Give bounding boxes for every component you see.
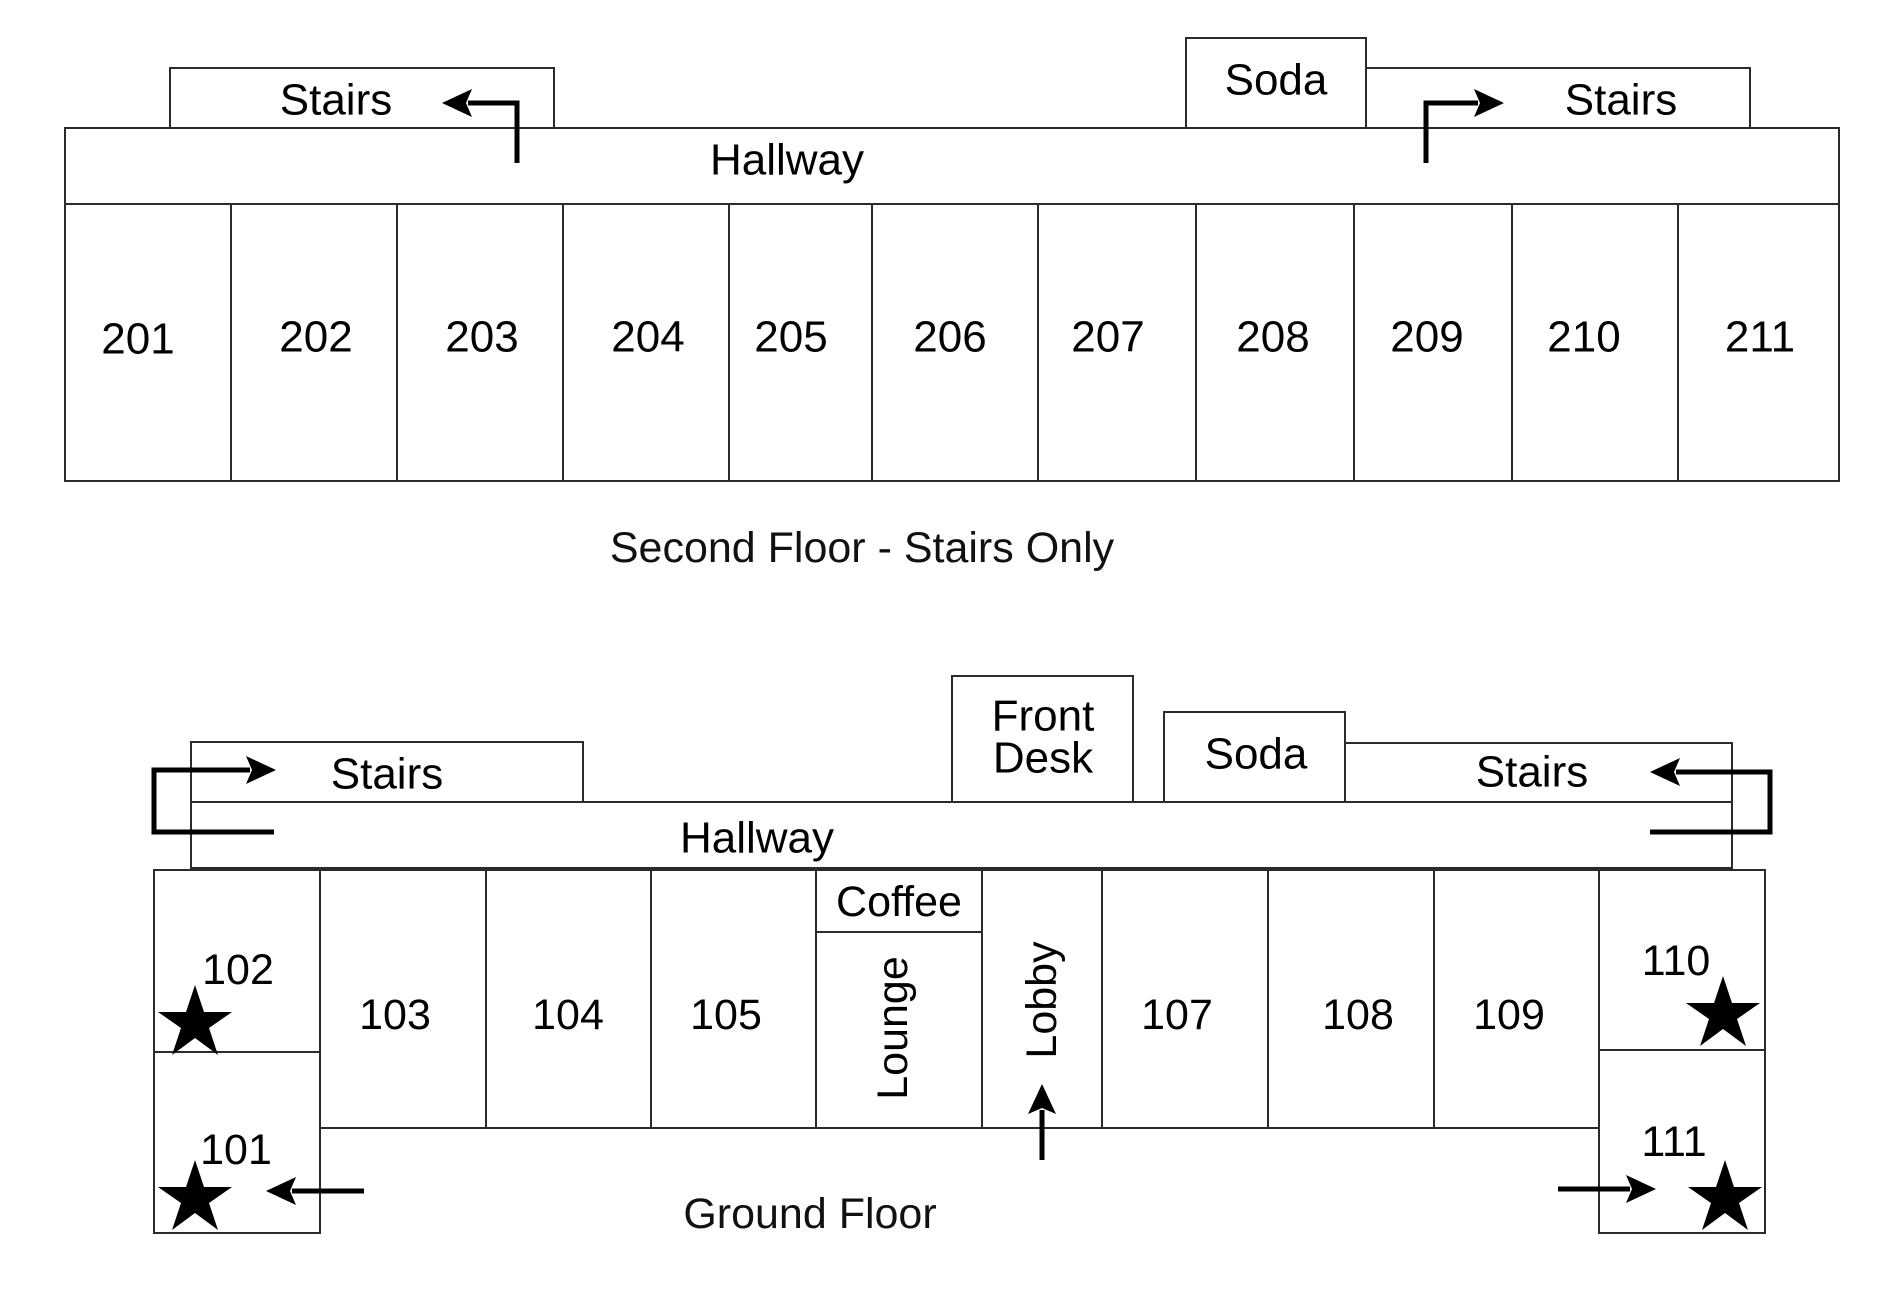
room-203 [396, 203, 564, 482]
room-201 [64, 203, 232, 482]
room-104-label: 104 [532, 991, 604, 1039]
room-111-label: 111 [1641, 1118, 1706, 1166]
front-desk-label-line2: Desk [993, 734, 1094, 783]
room-209 [1353, 203, 1513, 482]
second-floor-stairs-right-label: Stairs [1565, 76, 1677, 125]
room-102-label: 102 [202, 946, 274, 994]
second-floor-rooms: 201 202 203 204 205 206 207 208 209 210 211 [64, 203, 1840, 482]
room-206-label: 206 [913, 313, 986, 362]
second-floor-right-arrowhead [1474, 89, 1504, 117]
room-104 [485, 869, 652, 1129]
lobby-label: Lobby [1018, 941, 1066, 1059]
room-201-label: 201 [101, 315, 174, 364]
room-107-label: 107 [1141, 991, 1213, 1039]
ground-floor-hallway-label: Hallway [680, 814, 834, 863]
second-floor-stairs-left [169, 67, 555, 129]
room-101-label: 101 [200, 1126, 272, 1174]
room-109-label: 109 [1473, 991, 1545, 1039]
lounge-room [815, 931, 983, 1129]
star-icon-room-111 [1688, 1160, 1762, 1230]
second-floor-stairs-left-label: Stairs [280, 76, 392, 125]
room-203-label: 203 [445, 313, 518, 362]
room-108-label: 108 [1322, 991, 1394, 1039]
second-floor-left-arrowhead [442, 89, 472, 117]
ground-floor-left-arrowhead [246, 756, 276, 784]
second-floor-soda-label: Soda [1225, 56, 1328, 105]
front-desk-label-line1: Front [992, 692, 1095, 741]
ground-floor-front-desk [951, 675, 1134, 803]
ground-floor-title: Ground Floor [683, 1190, 936, 1238]
room-207 [1037, 203, 1197, 482]
room-209-label: 209 [1390, 313, 1463, 362]
ground-floor-right-stairs-arrow [1650, 769, 1773, 835]
ground-floor-stairs-right-label: Stairs [1476, 748, 1588, 797]
room-204-label: 204 [611, 313, 684, 362]
second-floor-stairs-right [1365, 67, 1751, 129]
room-210 [1511, 203, 1679, 482]
ground-floor-left-stairs-arrow [151, 767, 274, 835]
room-103-label: 103 [359, 991, 431, 1039]
lounge-label: Lounge [869, 956, 917, 1100]
room-103 [319, 869, 487, 1129]
ground-floor-soda-label: Soda [1205, 730, 1308, 779]
ground-floor-hallway [190, 801, 1733, 869]
room-211 [1677, 203, 1840, 482]
star-icon-room-110 [1686, 976, 1760, 1046]
second-floor-title: Second Floor - Stairs Only [610, 524, 1115, 572]
exit-arrowhead-room-111 [1626, 1175, 1656, 1203]
room-205-label: 205 [754, 313, 827, 362]
second-floor-hallway-label: Hallway [710, 136, 864, 185]
ground-floor: Stairs Front Desk Soda Stairs Hallway 10… [151, 675, 1773, 1238]
star-icon-room-101 [158, 1160, 232, 1230]
room-110 [1598, 869, 1766, 1051]
room-207-label: 207 [1071, 313, 1144, 362]
second-floor-hallway [64, 127, 1840, 205]
room-211-label: 211 [1725, 313, 1795, 362]
room-202-label: 202 [279, 313, 352, 362]
room-108 [1267, 869, 1435, 1129]
room-204 [562, 203, 730, 482]
ground-floor-stairs-left-label: Stairs [331, 750, 443, 799]
room-105 [650, 869, 817, 1129]
room-105-label: 105 [690, 991, 762, 1039]
room-202 [230, 203, 398, 482]
ground-floor-soda [1163, 711, 1346, 803]
room-208-label: 208 [1236, 313, 1309, 362]
ground-floor-right-arrowhead [1650, 758, 1680, 786]
exit-arrowhead-room-101 [266, 1177, 296, 1205]
room-205 [728, 203, 873, 482]
room-109 [1433, 869, 1600, 1129]
second-floor-soda [1185, 37, 1367, 129]
coffee-label: Coffee [836, 878, 962, 926]
lobby-entrance-arrowhead [1028, 1084, 1056, 1114]
second-floor-left-stairs-arrow [468, 100, 520, 163]
room-210-label: 210 [1547, 313, 1620, 362]
star-icon-room-102 [158, 985, 232, 1055]
room-206 [871, 203, 1039, 482]
room-110-label: 110 [1642, 937, 1711, 985]
second-floor-right-stairs-arrow [1423, 100, 1478, 163]
